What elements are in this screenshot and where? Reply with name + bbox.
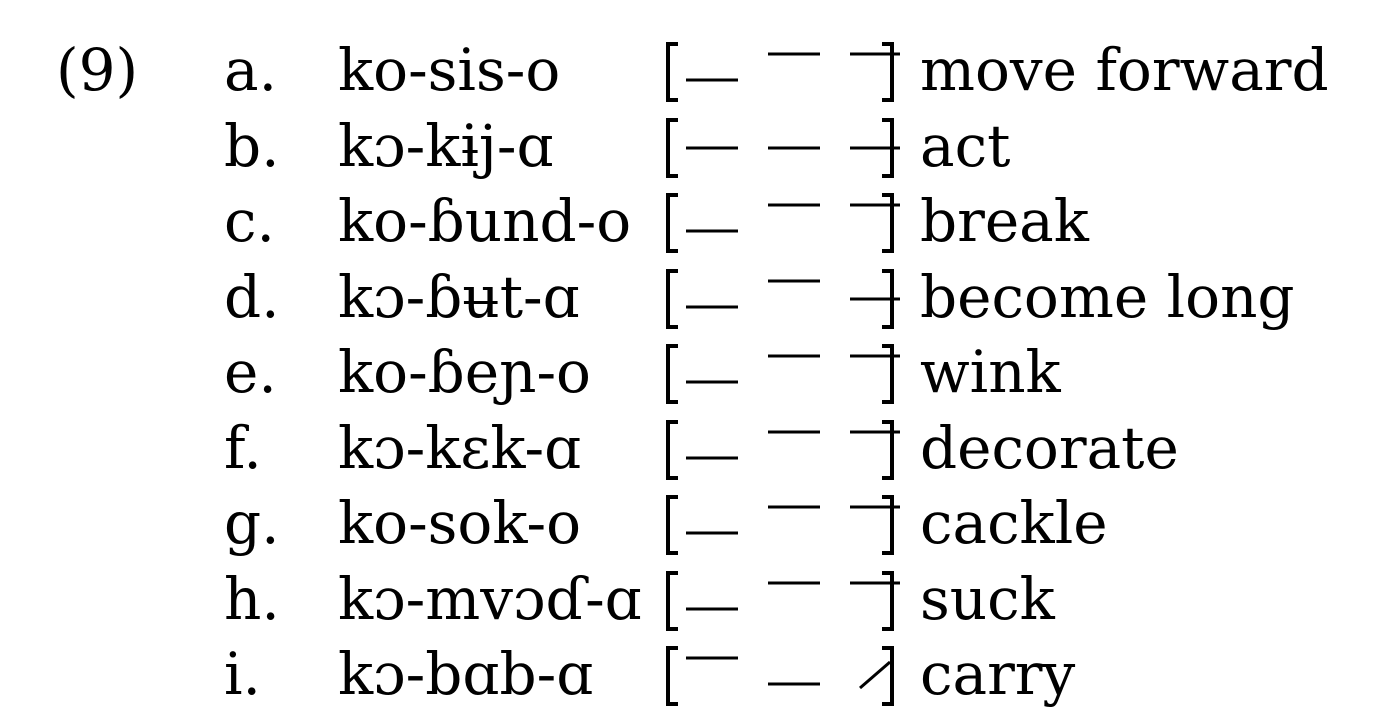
- example-row: i. kɔ-bɑb-ɑ carry: [0, 638, 1375, 710]
- word-form: ko-ɓund-o: [338, 187, 632, 255]
- gloss: cackle: [920, 489, 1108, 557]
- word-form: kɔ-mvɔɗ-ɑ: [338, 564, 642, 633]
- example-row: d. kɔ-ɓʉt-ɑ become long: [0, 261, 1375, 333]
- tone-box: [664, 187, 902, 259]
- gloss: carry: [920, 640, 1076, 708]
- tone-pattern: [666, 344, 902, 404]
- right-bracket: [882, 42, 894, 102]
- word-form: kɔ-bɑb-ɑ: [338, 640, 594, 708]
- right-bracket: [882, 419, 894, 480]
- example-row: c. ko-ɓund-o break: [0, 185, 1375, 257]
- left-bracket: [666, 495, 678, 555]
- word-form: ko-sis-o: [338, 36, 561, 104]
- gloss: break: [920, 187, 1089, 255]
- row-label: g.: [224, 489, 280, 557]
- gloss: suck: [920, 564, 1055, 633]
- tone-pattern: [666, 117, 902, 178]
- example-row: a. ko-sis-o move forward: [0, 34, 1375, 106]
- word-form: kɔ-kɛk-ɑ: [338, 413, 582, 482]
- left-bracket: [666, 268, 678, 329]
- left-bracket: [666, 646, 678, 706]
- tone-pattern: [666, 42, 902, 102]
- row-label: i.: [224, 640, 261, 708]
- right-bracket: [882, 344, 894, 404]
- tone-pattern: [666, 419, 902, 480]
- right-bracket: [882, 570, 894, 631]
- gloss: act: [920, 111, 1011, 180]
- tone-box: [664, 263, 902, 335]
- left-bracket: [666, 344, 678, 404]
- tone-pattern: [666, 646, 894, 706]
- word-form: kɔ-kɨj-ɑ: [338, 111, 554, 180]
- example-row: h. kɔ-mvɔɗ-ɑ suck: [0, 563, 1375, 635]
- example-row: e. ko-ɓeɲ-o wink: [0, 336, 1375, 408]
- right-bracket: [882, 646, 894, 706]
- tone-box: [664, 112, 902, 184]
- tone-pattern: [666, 268, 902, 329]
- tone-box: [664, 338, 902, 410]
- tone-box: [664, 489, 902, 561]
- tone-pattern: [666, 193, 902, 253]
- tone-box: [664, 565, 902, 637]
- example-row: f. kɔ-kɛk-ɑ decorate: [0, 412, 1375, 484]
- left-bracket: [666, 42, 678, 102]
- right-bracket: [882, 495, 894, 555]
- row-label: d.: [224, 262, 280, 331]
- left-bracket: [666, 570, 678, 631]
- tone-box: [664, 640, 900, 712]
- word-form: ko-sok-o: [338, 489, 581, 557]
- tone-mark-rising: [859, 660, 891, 690]
- word-form: kɔ-ɓʉt-ɑ: [338, 262, 580, 331]
- gloss: wink: [920, 338, 1061, 406]
- example-number: (9): [56, 36, 139, 104]
- word-form: ko-ɓeɲ-o: [338, 338, 591, 406]
- tone-pattern: [666, 495, 902, 555]
- tone-box: [664, 414, 902, 486]
- left-bracket: [666, 117, 678, 178]
- left-bracket: [666, 193, 678, 253]
- example-row: g. ko-sok-o cackle: [0, 487, 1375, 559]
- gloss: move forward: [920, 36, 1329, 104]
- row-label: c.: [224, 187, 275, 255]
- right-bracket: [882, 193, 894, 253]
- gloss: become long: [920, 262, 1295, 331]
- row-label: a.: [224, 36, 278, 104]
- row-label: e.: [224, 338, 277, 406]
- example-row: b. kɔ-kɨj-ɑ act: [0, 110, 1375, 182]
- row-label: f.: [224, 413, 262, 482]
- gloss: decorate: [920, 413, 1179, 482]
- tone-pattern: [666, 570, 902, 631]
- row-label: b.: [224, 111, 280, 180]
- left-bracket: [666, 419, 678, 480]
- tone-box: [664, 36, 902, 108]
- row-label: h.: [224, 564, 280, 633]
